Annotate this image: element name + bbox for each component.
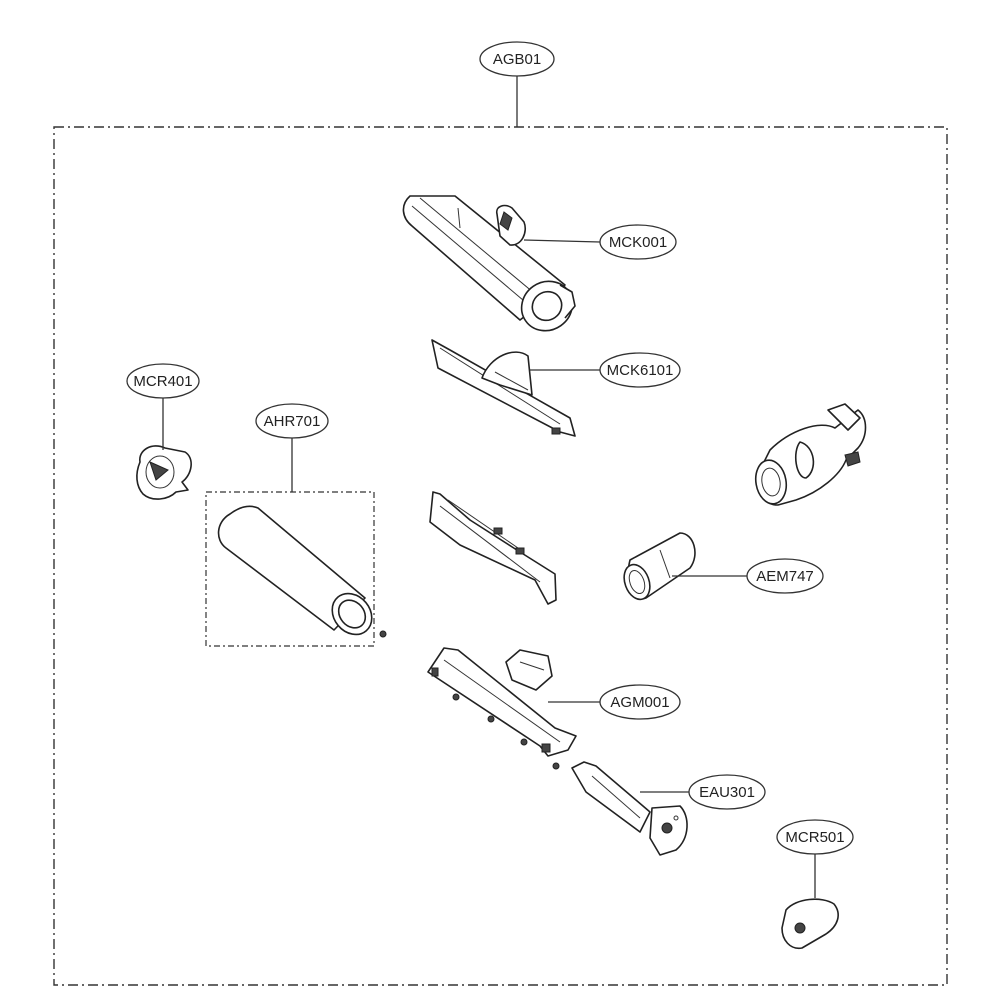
label-mcr501: MCR501 xyxy=(785,829,844,846)
callout-mcr501[interactable]: MCR501 xyxy=(776,819,854,898)
callout-agm001[interactable]: AGM001 xyxy=(548,684,681,720)
part-suction-neck xyxy=(754,403,867,506)
label-eau301: EAU301 xyxy=(699,784,755,801)
part-mck001-tube-housing xyxy=(402,195,576,332)
callout-ahr701[interactable]: AHR701 xyxy=(255,403,329,492)
callout-aem747[interactable]: AEM747 xyxy=(672,558,824,594)
label-ahr701: AHR701 xyxy=(264,413,321,430)
part-ahr701-brush-roller xyxy=(217,505,387,638)
label-agm001: AGM001 xyxy=(610,694,669,711)
label-aem747: AEM747 xyxy=(756,568,814,585)
label-mcr401: MCR401 xyxy=(133,373,192,390)
part-eau301-motor xyxy=(571,761,688,856)
part-agm001-bottom-frame xyxy=(427,647,577,770)
part-aem747-sleeve xyxy=(623,532,696,601)
part-mcr501-end-cap xyxy=(781,898,839,950)
callout-eau301[interactable]: EAU301 xyxy=(640,774,766,810)
assembly-frame xyxy=(53,126,948,986)
part-mcr401-end-cap xyxy=(136,445,192,500)
callout-mcr401[interactable]: MCR401 xyxy=(126,363,200,450)
label-mck001: MCK001 xyxy=(609,234,667,251)
callout-mck6101[interactable]: MCK6101 xyxy=(530,352,681,388)
label-agb01: AGB01 xyxy=(493,51,541,68)
callout-mck001[interactable]: MCK001 xyxy=(523,224,677,260)
ahr701-sub-assembly-box xyxy=(205,491,375,647)
callout-agb01[interactable]: AGB01 xyxy=(479,41,555,127)
part-middle-bracket xyxy=(429,491,557,605)
label-mck6101: MCK6101 xyxy=(607,362,674,379)
part-mck6101-rail-cover xyxy=(431,339,576,437)
